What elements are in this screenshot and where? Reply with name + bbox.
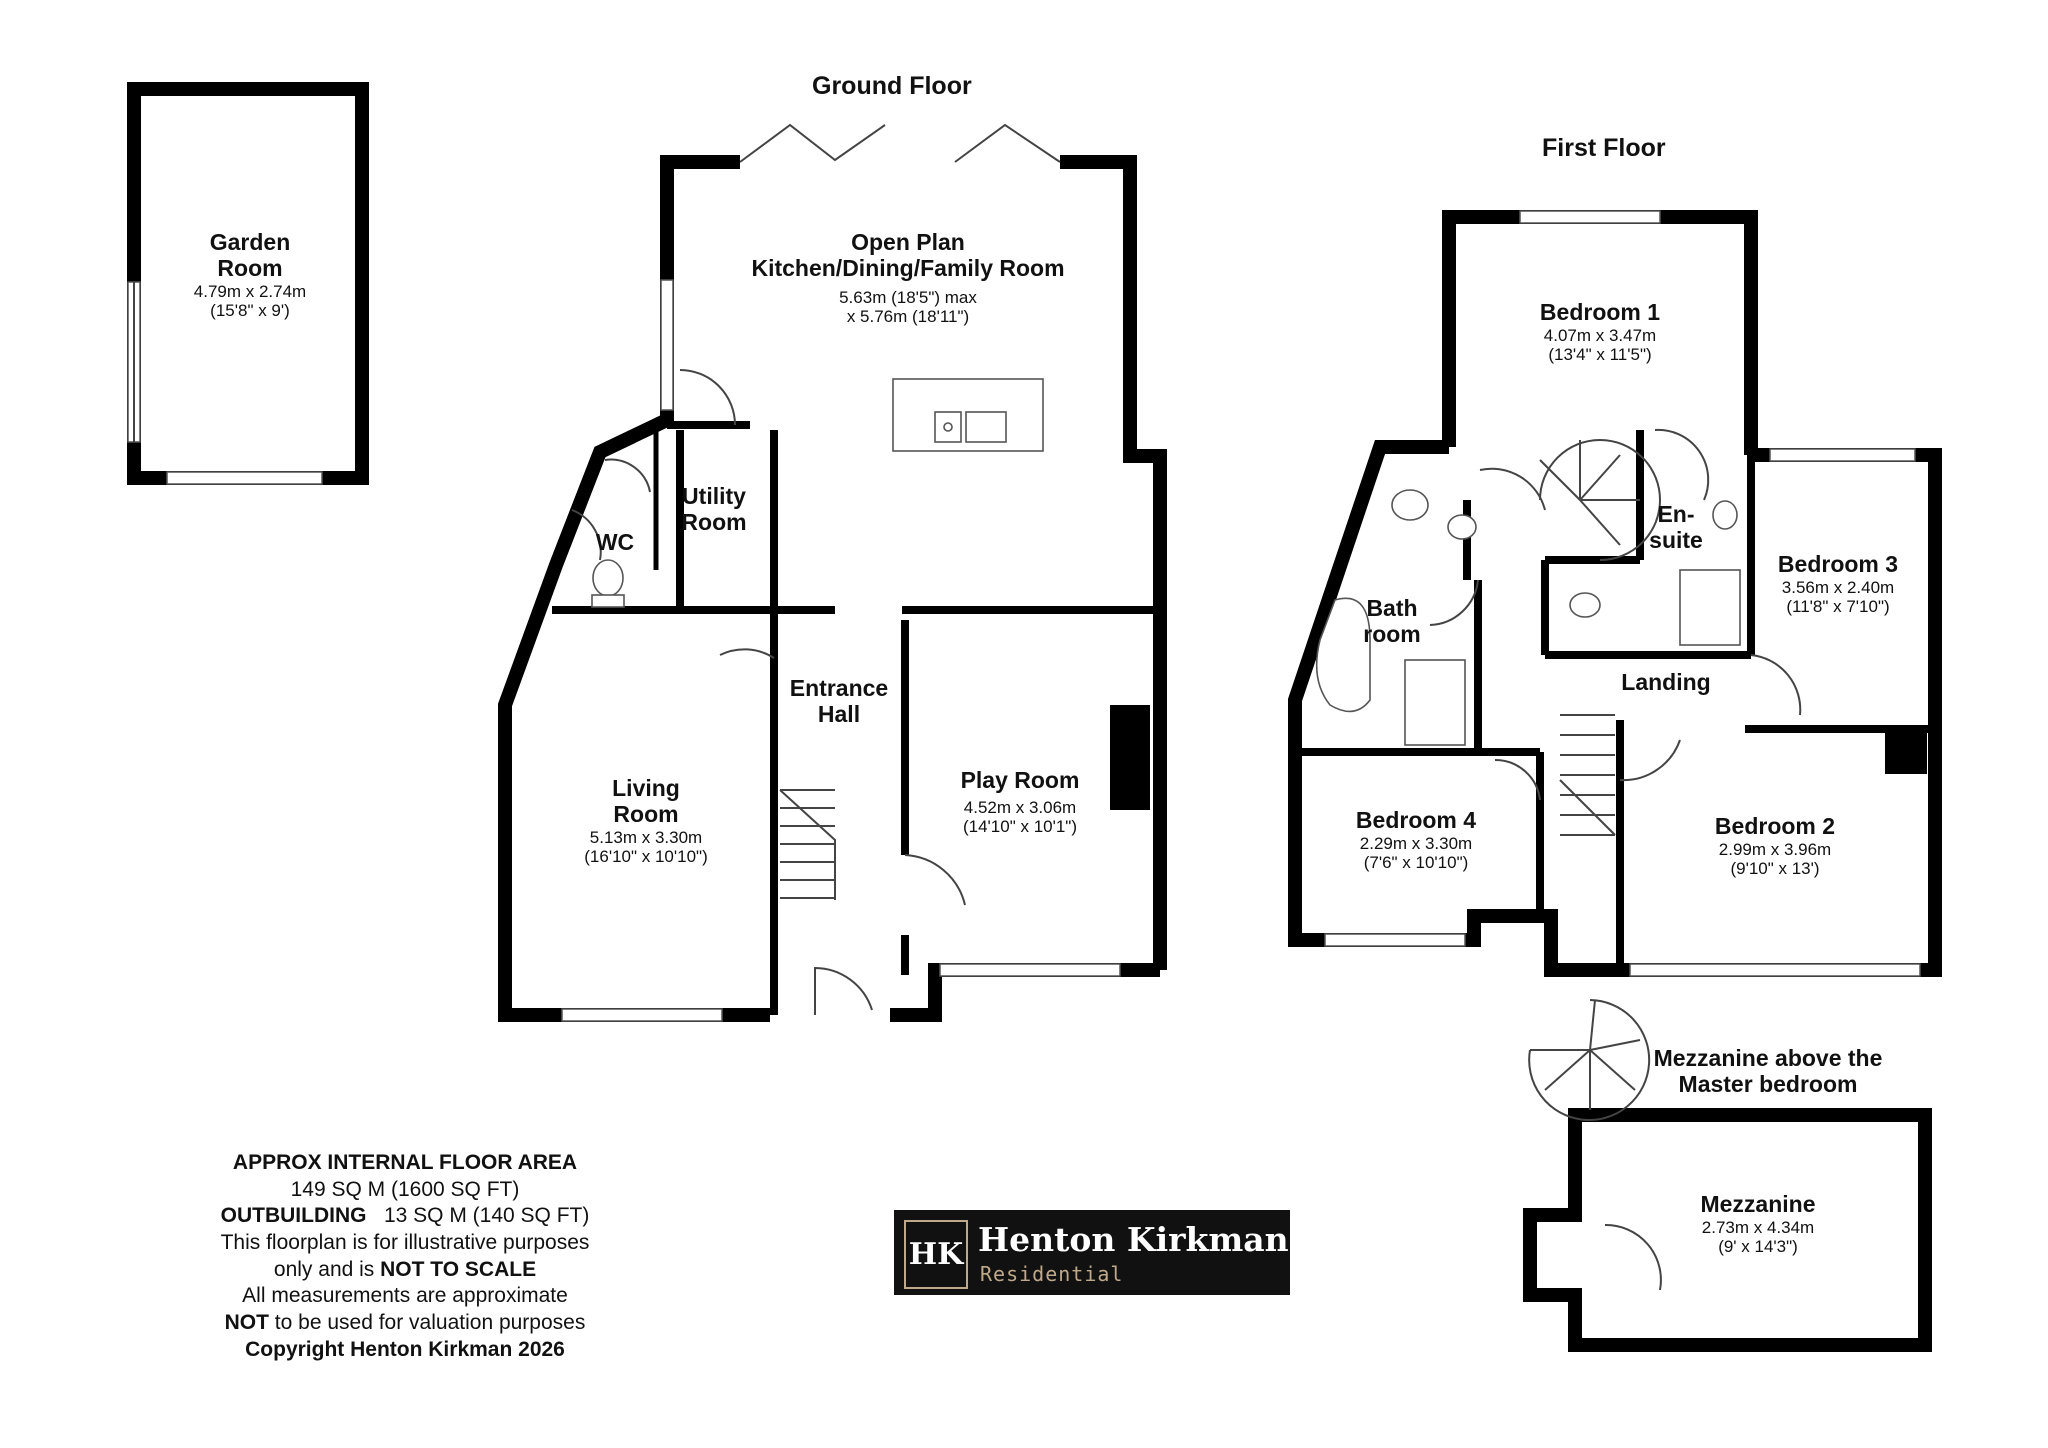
garden-room-label: Garden Room 4.79m x 2.74m (15'8" x 9')	[193, 229, 307, 320]
utility-room-label: Utility Room	[681, 483, 747, 535]
outbuilding-title: OUTBUILDING	[220, 1204, 367, 1228]
bathroom-label: Bath room	[1363, 595, 1421, 647]
note-line-4a: NOT	[224, 1310, 269, 1334]
landing-label: Landing	[1621, 669, 1711, 695]
logo-mark: HK	[904, 1220, 968, 1289]
note-line-4b: to be used for valuation purposes	[268, 1310, 586, 1334]
note-line-1: This floorplan is for illustrative purpo…	[220, 1230, 590, 1254]
bedroom-3-label: Bedroom 3 3.56m x 2.40m (11'8" x 7'10")	[1777, 551, 1899, 616]
outbuilding-value: 13 SQ M (140 SQ FT)	[383, 1204, 590, 1228]
bedroom-4-label: Bedroom 4 2.29m x 3.30m (7'6" x 10'10")	[1355, 807, 1477, 872]
logo-name: Henton Kirkman	[978, 1220, 1289, 1259]
area-value: 149 SQ M (1600 SQ FT)	[290, 1177, 520, 1201]
floor-area-notes: APPROX INTERNAL FLOOR AREA 149 SQ M (160…	[180, 1150, 630, 1363]
henton-kirkman-logo: HK Henton Kirkman Residential	[894, 1210, 1290, 1295]
wc-label: WC	[595, 529, 635, 555]
note-line-3: All measurements are approximate	[242, 1284, 568, 1308]
ground-floor-walls	[498, 123, 1167, 1022]
first-floor-walls	[1288, 210, 1942, 977]
note-line-2b: NOT TO SCALE	[380, 1257, 537, 1281]
area-title: APPROX INTERNAL FLOOR AREA	[232, 1151, 578, 1174]
ensuite-label: En- suite	[1649, 501, 1703, 553]
bedroom-2-label: Bedroom 2 2.99m x 3.96m (9'10" x 13')	[1714, 813, 1836, 878]
entrance-hall-label: Entrance Hall	[789, 675, 889, 727]
note-line-2a: only and is	[273, 1257, 381, 1281]
mezzanine-title: Mezzanine above the Master bedroom	[1653, 1045, 1883, 1097]
bedroom-1-label: Bedroom 1 4.07m x 3.47m (13'4" x 11'5")	[1539, 299, 1661, 364]
first-floor-title: First Floor	[1542, 134, 1666, 162]
ground-floor-title: Ground Floor	[812, 72, 972, 100]
copyright: Copyright Henton Kirkman 2026	[245, 1337, 565, 1361]
garden-room-walls	[127, 82, 369, 485]
mezzanine-walls	[1523, 999, 1932, 1352]
kitchen-label: Open Plan Kitchen/Dining/Family Room 5.6…	[751, 229, 1065, 326]
living-room-label: Living Room 5.13m x 3.30m (16'10" x 10'1…	[584, 775, 708, 866]
mezzanine-label: Mezzanine 2.73m x 4.34m (9' x 14'3")	[1700, 1191, 1816, 1256]
logo-subtitle: Residential	[980, 1262, 1124, 1286]
play-room-label: Play Room 4.52m x 3.06m (14'10" x 10'1")	[960, 767, 1080, 836]
